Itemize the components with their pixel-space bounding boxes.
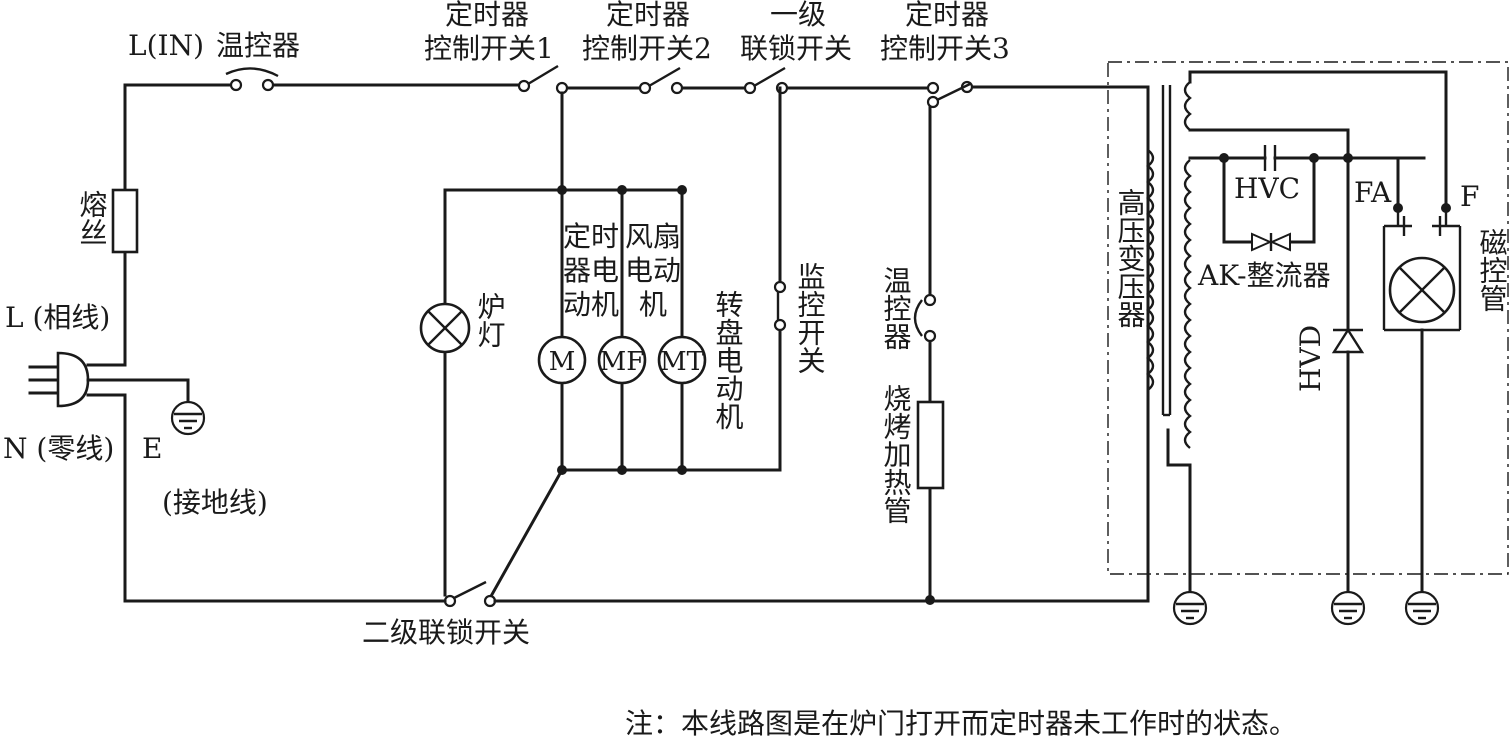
- thermostat-label: 温控器: [216, 29, 300, 62]
- motor-m-label: M: [549, 347, 576, 377]
- svg-text:定时: 定时: [563, 220, 619, 253]
- timer-motor-label: 定时 器电 动机: [563, 220, 619, 321]
- fa-label: FA: [1354, 176, 1392, 209]
- top-live-wire: [123, 83, 1150, 367]
- timer-sw3-label-b: 控制开关3: [880, 32, 1010, 65]
- hvd-label: HVD: [1294, 325, 1327, 392]
- monitor-switch-label: 监控开关: [794, 262, 827, 374]
- timer-sw2-label-b: 控制开关2: [582, 32, 712, 65]
- svg-text:器电: 器电: [563, 254, 619, 287]
- timer-sw2-label-a: 定时器: [606, 0, 690, 31]
- timer-switch-3: [926, 80, 974, 109]
- bottom-neutral-wire: [123, 85, 1150, 603]
- turntable-motor: MT: [657, 335, 707, 385]
- hv-diode: [1331, 156, 1365, 592]
- fan-motor-label: 风扇 电动 机: [625, 220, 681, 321]
- timer-switch-1: [517, 64, 569, 95]
- hv-enclosure: [1107, 61, 1509, 575]
- hvc-label: HVC: [1234, 172, 1300, 205]
- live-label: L (相线): [5, 301, 110, 334]
- hv-capacitor: [1219, 128, 1426, 171]
- f-label: F: [1460, 180, 1479, 213]
- oven-lamp: [419, 302, 471, 354]
- timer-sw1-label-b: 控制开关1: [424, 32, 554, 65]
- fuse: [111, 188, 139, 254]
- main-thermostat: [225, 67, 279, 92]
- grill-branch: [913, 105, 945, 605]
- interlock-switch-2: [443, 580, 497, 608]
- interlock2-label: 二级联锁开关: [362, 616, 530, 649]
- svg-text:电动: 电动: [625, 254, 681, 287]
- turntable-motor-label: 转盘电动机: [712, 290, 745, 430]
- timer-sw1-label-a: 定时器: [445, 0, 529, 31]
- motor-mt-label: MT: [660, 347, 705, 377]
- hv-transformer-label: 高压变压器: [1114, 188, 1147, 328]
- timer-motor: M: [537, 335, 587, 385]
- ground-icon-diode: [1330, 590, 1366, 626]
- grill-heater-label: 烧烤加热管: [880, 384, 913, 524]
- motor-mf-label: MF: [600, 347, 645, 377]
- thermostat2-label: 温控器: [880, 266, 913, 350]
- middle-branches: [443, 86, 782, 601]
- interlock-switch-1: [743, 66, 789, 95]
- earth-label: (接地线): [162, 486, 268, 519]
- note-text: 注：本线路图是在炉门打开而定时器未工作时的状态。: [625, 707, 1297, 740]
- fan-motor: MF: [597, 335, 647, 385]
- fuse-label: 熔丝: [76, 190, 109, 246]
- svg-text:机: 机: [639, 288, 667, 321]
- timer-switch-2: [638, 66, 684, 95]
- interlock1-label-b: 联锁开关: [740, 32, 852, 65]
- ak-rectifier: [1222, 156, 1316, 252]
- earth-e-label: E: [142, 432, 162, 465]
- neutral-label: N (零线): [3, 432, 114, 465]
- magnetron-label: 磁控管: [1476, 228, 1509, 312]
- magnetron: [1382, 70, 1462, 592]
- monitor-switch: [773, 280, 787, 332]
- lamp-label: 炉灯: [474, 292, 507, 348]
- power-plug: [28, 351, 190, 408]
- hv-transformer: [1146, 70, 1448, 592]
- line-in-label: L(IN): [128, 29, 204, 62]
- timer-sw3-label-a: 定时器: [905, 0, 989, 31]
- svg-text:动机: 动机: [563, 288, 619, 321]
- ground-icon: [170, 400, 206, 436]
- ground-icon-transformer: [1172, 590, 1208, 626]
- rectifier-label: AK-整流器: [1197, 259, 1331, 292]
- svg-text:风扇: 风扇: [625, 220, 681, 253]
- interlock1-label-a: 一级: [770, 0, 826, 31]
- ground-icon-magnetron: [1404, 590, 1440, 626]
